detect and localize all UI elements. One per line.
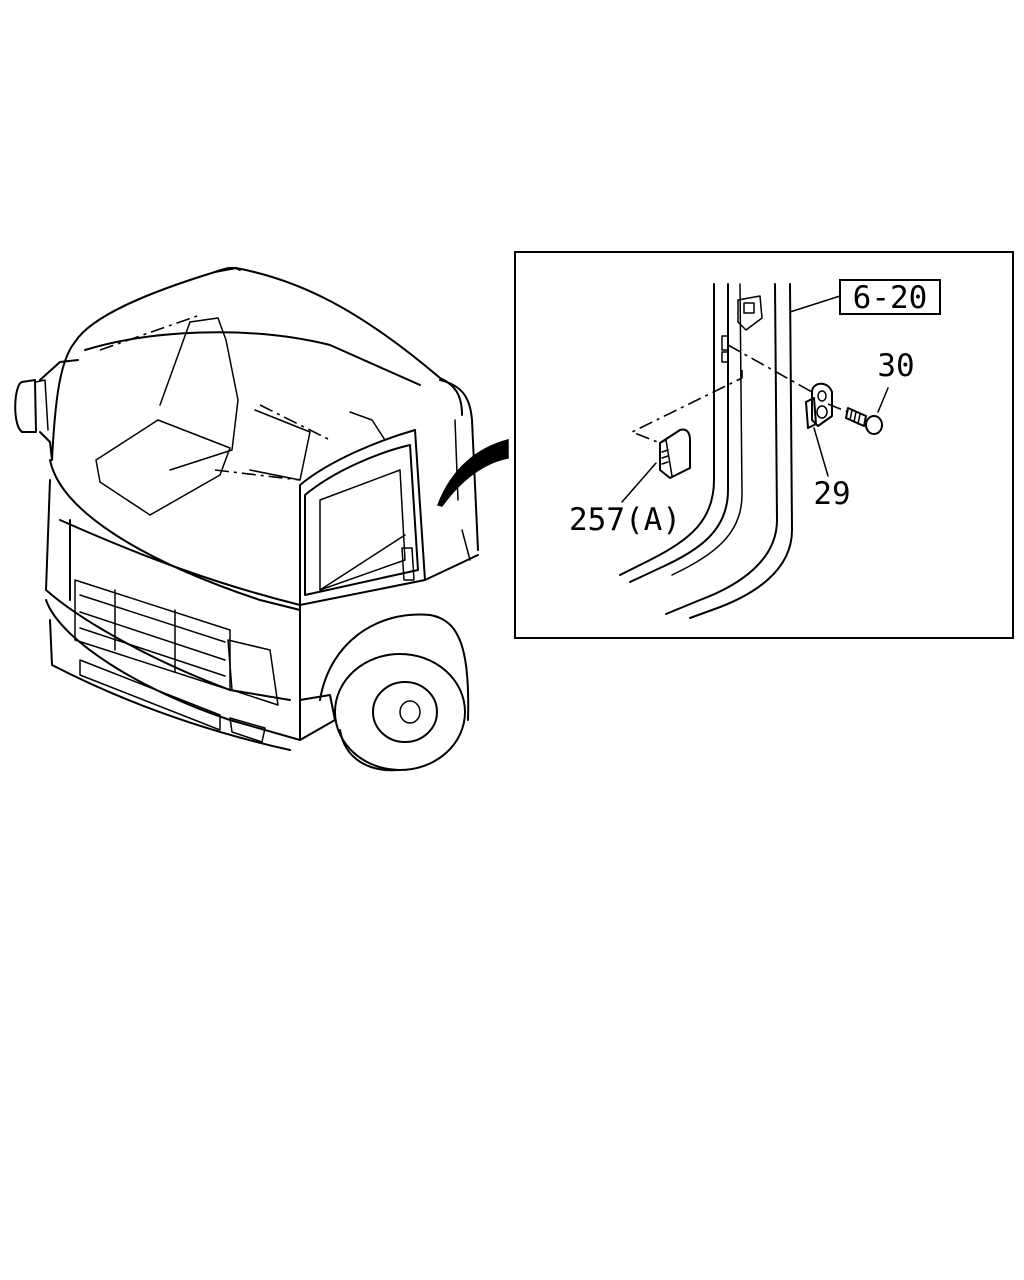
truck-cab-illustration bbox=[14, 266, 479, 772]
leader-line-pad bbox=[621, 462, 657, 503]
door-pad-part bbox=[659, 428, 691, 479]
alignment-line-pad bbox=[630, 370, 743, 444]
mounting-bolt bbox=[845, 407, 883, 435]
detail-pointer-arrow bbox=[436, 439, 509, 507]
callout-bolt: 30 bbox=[877, 348, 914, 384]
door-pillar-detail bbox=[619, 283, 793, 619]
alignment-line-bracket bbox=[727, 344, 813, 393]
detail-view-frame bbox=[514, 251, 1014, 639]
leader-line-ref bbox=[789, 295, 841, 313]
leader-line-bolt bbox=[877, 387, 889, 413]
callout-bracket: 29 bbox=[813, 476, 850, 512]
reference-label: 6-20 bbox=[853, 280, 928, 316]
door-switch-bracket bbox=[805, 382, 833, 429]
alignment-line-bolt bbox=[827, 403, 849, 413]
reference-box bbox=[839, 279, 941, 315]
leader-line-bracket bbox=[813, 427, 829, 477]
callout-pad: 257(A) bbox=[569, 502, 681, 538]
